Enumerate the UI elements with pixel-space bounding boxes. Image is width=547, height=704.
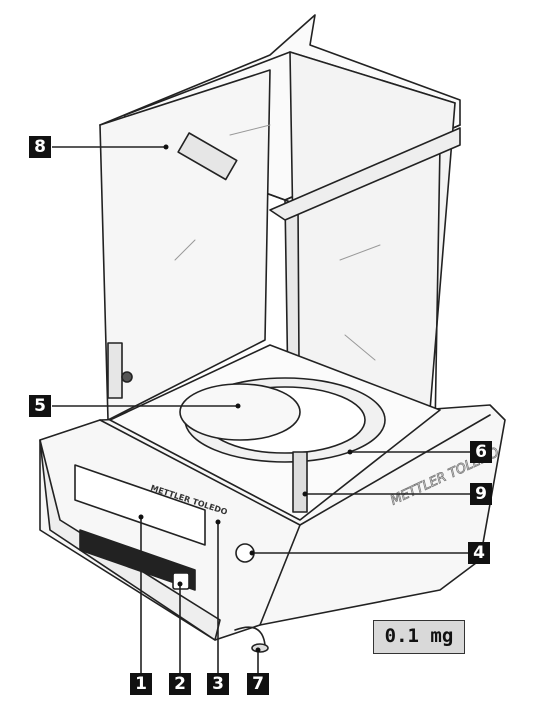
callout-1: 1	[130, 673, 152, 695]
callout-5: 5	[29, 395, 51, 417]
callout-9: 9	[470, 483, 492, 505]
callout-7: 7	[247, 673, 269, 695]
callout-3: 3	[207, 673, 229, 695]
top-door-handle	[177, 132, 238, 181]
readability-badge: 0.1 mg	[373, 620, 465, 654]
weighing-pan	[179, 383, 301, 441]
display-window	[74, 464, 206, 546]
back-glass-panel	[289, 51, 456, 411]
callout-4: 4	[468, 542, 490, 564]
callout-2: 2	[169, 673, 191, 695]
keypad-bar	[79, 529, 196, 591]
right-door-handle	[292, 451, 308, 513]
callout-6: 6	[470, 441, 492, 463]
leveling-foot	[234, 626, 266, 646]
front-top-bar	[269, 127, 461, 221]
callout-8: 8	[29, 136, 51, 158]
left-door-handle	[107, 342, 123, 399]
